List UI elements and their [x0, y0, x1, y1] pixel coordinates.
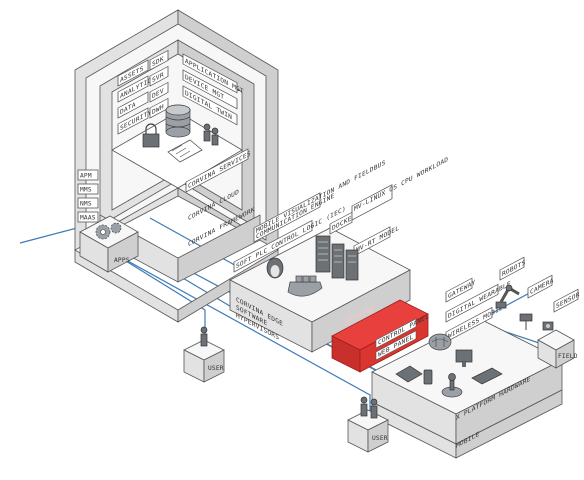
- sensor-icon: [542, 321, 554, 331]
- database-icon: [165, 104, 191, 138]
- left-label-apm: APM: [80, 173, 92, 180]
- cloud-label-dev: DEV: [152, 87, 164, 101]
- user-label-1: USER: [208, 365, 224, 372]
- monitor-icon: [455, 349, 473, 367]
- user-label-2: USER: [372, 435, 388, 442]
- link-cloud-edge: [149, 217, 241, 269]
- tux-icon: [266, 257, 284, 279]
- user-box-2: USER: [347, 396, 389, 453]
- cloud-label-svr: SVR: [152, 71, 164, 85]
- user-icon: [200, 326, 208, 347]
- tablet-device-icon: [395, 365, 423, 383]
- left-label-mms: MMS: [80, 187, 92, 194]
- lock-icon: [142, 123, 160, 148]
- link-apps-user2: [107, 249, 371, 418]
- cloud-cube: ASSETS ANALYTICS DATA SECURITY SDK SVR: [74, 9, 279, 323]
- gear-icon: [95, 222, 122, 240]
- joystick-icon: [441, 373, 463, 398]
- edge-label-ml: MV-RT MODEL: [356, 224, 399, 254]
- users-icon: [360, 396, 378, 419]
- cloud-label-sdk: SDK: [152, 55, 164, 69]
- platform-hardware: GATEWAY DIGITAL WEARABLE WIRELESS MOBILE…: [371, 256, 580, 459]
- camera-icon: [519, 313, 533, 330]
- robot-arm-icon: [495, 284, 520, 309]
- people-icon: [203, 123, 219, 146]
- tablet-icon: [167, 139, 203, 163]
- server-rack-icon: [315, 235, 359, 281]
- edge-label-os: MV-LINUX OS CPU WORKLOAD: [354, 155, 448, 213]
- cloud-label-dwh: DWH: [152, 103, 164, 117]
- edge-platform: MOBILE VISUALIZATION AND FIELDBUS COMMUN…: [229, 155, 448, 353]
- panel-icon: [471, 367, 503, 385]
- brain-icon: [428, 333, 452, 351]
- user-box-1: USER: [183, 326, 225, 383]
- left-label-maas: MAAS: [80, 215, 96, 222]
- docker-whale-icon: [287, 275, 323, 297]
- left-label-nms: NMS: [80, 201, 92, 208]
- apps-label: APPS: [114, 257, 130, 264]
- red-module: Strong CONTROL PANEL WEB PANEL: [331, 299, 429, 373]
- left-stack: APM MMS NMS MAAS APPS: [77, 169, 139, 273]
- field-label: FIELD: [558, 353, 578, 360]
- phone-icon: [423, 369, 433, 385]
